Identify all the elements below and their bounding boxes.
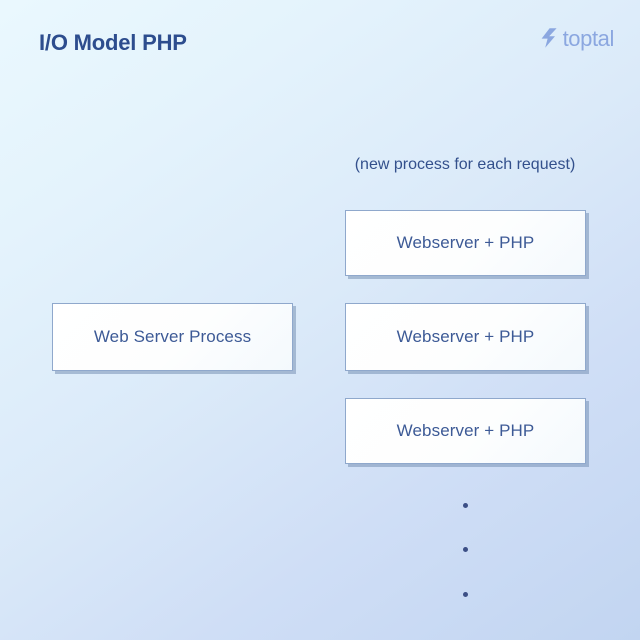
toptal-logo: toptal: [539, 26, 615, 51]
toptal-wordmark: toptal: [562, 26, 615, 51]
ellipsis-dot: [463, 592, 468, 597]
webserver-php-box-3: Webserver + PHP: [345, 398, 586, 464]
ellipsis-dot: [463, 547, 468, 552]
web-server-process-box: Web Server Process: [52, 303, 293, 371]
webserver-php-label-1: Webserver + PHP: [396, 233, 535, 252]
webserver-php-box-2: Webserver + PHP: [345, 303, 586, 371]
ellipsis-dot: [463, 503, 468, 508]
process-caption: (new process for each request): [354, 156, 576, 173]
webserver-php-label-2: Webserver + PHP: [396, 327, 535, 346]
vertical-ellipsis-icon: [461, 498, 471, 604]
webserver-php-label-3: Webserver + PHP: [396, 421, 535, 440]
toptal-chevron-icon: [539, 27, 559, 49]
web-server-process-label: Web Server Process: [93, 327, 252, 346]
webserver-php-box-1: Webserver + PHP: [345, 210, 586, 276]
page-title: I/O Model PHP: [39, 30, 187, 55]
